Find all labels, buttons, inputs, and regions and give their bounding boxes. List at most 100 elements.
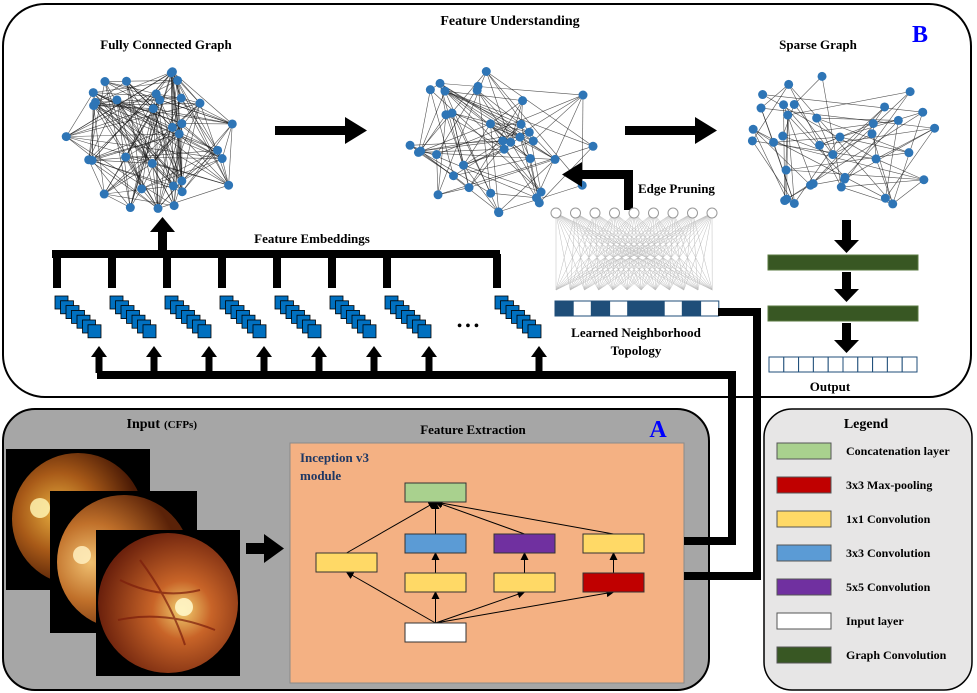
sparse-graph-edge [841,91,911,188]
full-graph-node [90,97,100,107]
legend-item-label: Concatenation layer [846,444,950,458]
nnet-edge [612,212,713,291]
mid-graph-node [550,154,560,164]
nnet-node [628,207,640,219]
legend-item: Input layer [776,612,904,630]
conv1x1-block-mid2 [493,572,556,593]
full-graph-node [148,104,158,114]
sparse-graph-edge [794,76,823,105]
full-graph-edge [153,108,183,192]
full-graph-edge [152,163,159,209]
conv1x1-block-right-top [582,533,645,554]
sparse-graph-edge [875,158,924,181]
nnet-edge [594,212,713,291]
nnet-edge [555,212,615,291]
mid-graph-edge [420,90,446,152]
full-graph-edge [66,136,175,206]
full-graph-node [217,154,227,164]
nnet-node [570,207,581,219]
full-graph-edge [172,71,233,125]
full-graph-edge [104,193,131,208]
sparse-graph-node [748,124,758,134]
nnet-edge [575,212,699,291]
sparse-graph-node [880,193,890,203]
legend-item: 1x1 Convolution [776,510,931,528]
mid-graph-edge [519,137,537,198]
fully-connected-graph [61,67,237,213]
nnet-edge [584,212,654,291]
mid-graph-edge [436,94,584,155]
full-graph-edge [116,99,182,124]
nnet-edge [555,212,674,291]
sparse-graph-edge [752,129,787,200]
mid-graph-edge [536,94,584,198]
legend-item: 3x3 Max-pooling [776,476,932,494]
full-graph-edge [91,71,173,161]
embedding-input-arrowhead [366,346,382,357]
nnet-edge [555,212,670,291]
sparse-graph-node [812,113,822,123]
full-graph-edge [199,103,229,186]
output-label: Output [810,379,851,394]
mid-graph-node [425,85,435,95]
legend-swatch [776,442,832,460]
full-graph-edge [66,80,178,137]
nnet-node [589,207,601,219]
nnet-edge [570,212,654,291]
nnet-edge [594,212,628,291]
embedding-up-arrow [158,227,167,251]
nnet-edge [575,212,614,291]
full-graph-edge [181,150,218,182]
mid-graph-edge [498,159,556,213]
nnet-edge [633,212,713,291]
mid-graph-edge [439,83,447,115]
nnet-edge [598,212,713,291]
legend-item: 5x5 Convolution [776,578,931,596]
full-graph-edge [116,99,183,192]
sparse-graph-node [919,175,929,185]
full-graph-edge [130,71,173,208]
full-graph-edge [178,133,229,186]
sparse-graph-edge [875,158,894,205]
legend-items: Concatenation layer 3x3 Max-pooling 1x1 Co… [776,442,950,664]
embedding-square [87,324,102,339]
full-graph-node [121,152,131,162]
mid-graph-edge [444,90,522,125]
embedding-input-arrow [425,355,433,373]
sparse-graph-edge [832,106,885,155]
mid-graph-edge [420,114,447,152]
full-graph-edge [95,102,233,125]
graph-conv-layer-2 [767,305,919,322]
nnet-edge [612,212,654,291]
nnet-edge [584,212,615,291]
input-layer-block [404,622,467,643]
legend-item-label: 5x5 Convolution [846,580,931,594]
sparse-graph-node [758,90,768,100]
topology-cell [554,300,574,317]
sparse-graph-label: Sparse Graph [779,37,857,52]
full-graph-node [99,189,109,199]
mid-graph-edge [440,83,584,96]
mid-graph-edge [418,123,491,153]
sparse-graph-edge [892,112,924,205]
nnet-edge [612,212,693,291]
mid-graph-node [515,132,525,142]
nnet-edge [555,212,699,291]
embedding-square [362,324,377,339]
topology-cell [572,300,592,317]
embedding-input-arrow [205,355,213,373]
nnet-edge [655,212,713,291]
embedding-input-arrow [260,355,268,373]
inception-label-2: module [300,468,341,483]
topology-cell [627,300,647,317]
mid-graph-edge [490,192,537,199]
nnet-edge [555,212,656,291]
sparse-graph-edge [783,104,785,201]
sparse-graph-edge [885,120,899,199]
legend-swatch [776,578,832,596]
full-graph-edge [65,92,94,137]
graph-to-graph-arrow-1 [275,117,367,144]
nnet-edge [584,212,674,291]
topology-cell [590,300,611,317]
sparse-graph-node [880,102,890,112]
